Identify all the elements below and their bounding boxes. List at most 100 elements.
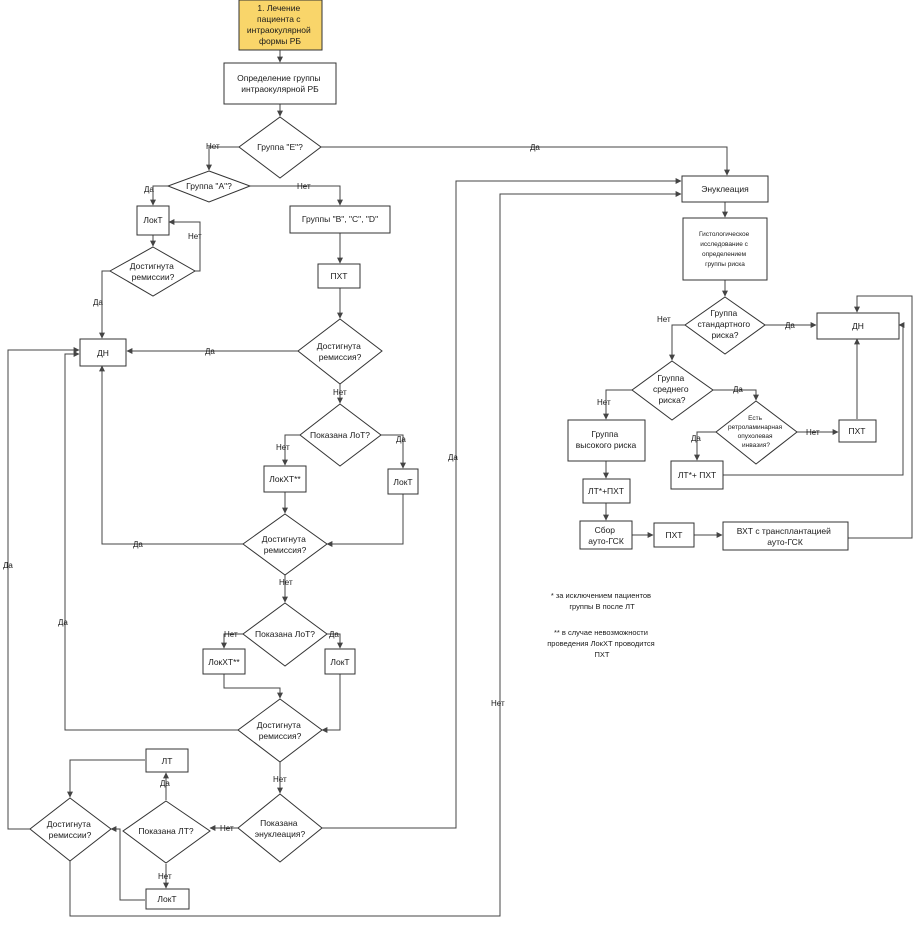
label-rem2-no: Нет [333,388,347,397]
label-rem1-yes: Да [93,298,103,307]
decision-remission-1: Достигнута ремиссии? [108,246,196,297]
node-enucleation-line-1: Энуклеация [701,184,749,194]
node-pkht-right-1: ПХТ [838,419,877,443]
svg-text:Показана ЛТ?: Показана ЛТ? [138,826,194,836]
decision-remission-2-line-2: ремиссия? [319,352,362,362]
label-qretro-no: Нет [806,428,820,437]
footnotes: * за исключением пациентов группы В посл… [547,591,654,659]
label-qenuc-no: Нет [220,824,234,833]
node-pkht-1-line-1: ПХТ [331,271,348,281]
node-lt: ЛТ [145,748,189,773]
svg-text:Показана энуклеация?: Показана энуклеация? [255,818,306,839]
node-lokht-1: ЛокХТ** [263,465,307,493]
edge-lot2-lokt2 [327,633,343,649]
decision-retrolaminar-line-4: инвазия? [742,442,770,449]
node-group-definition-line-2: интраокулярной РБ [241,84,319,94]
svg-text:Группа "А"?: Группа "А"? [186,181,232,191]
decision-remission-1-line-1: Достигнута [130,261,174,271]
decision-group-a: Группа "А"? [166,170,252,203]
decision-remission-5-line-1: Достигнута [47,819,91,829]
decision-group-e: Группа "Е"? [238,116,322,179]
node-dn-right: ДН [816,312,900,340]
svg-text:Достигнута ремиссия?: Достигнута ремиссия? [257,720,303,741]
decision-remission-4-line-1: Достигнута [257,720,301,730]
node-histology-line-2: исследование с [700,241,748,248]
node-lokht-1-line-1: ЛокХТ** [269,474,301,484]
decision-enucleation-line-2: энуклеация? [255,829,306,839]
svg-text:Группа "Е"?: Группа "Е"? [257,142,303,152]
decision-medium-risk: Группа среднего риска? [631,360,714,421]
decision-remission-4: Достигнута ремиссия? [237,698,323,763]
node-high-risk: Группа высокого риска [567,419,646,462]
edge-lokht2-rem4 [223,674,283,699]
svg-text:ЛТ*+ПХТ: ЛТ*+ПХТ [588,486,624,496]
decision-retrolaminar-line-3: опухолевая [738,433,773,440]
connectors [7,50,913,917]
node-lokt-2: ЛокТ [324,648,356,675]
node-pkht-1: ПХТ [317,263,361,289]
label-qe-no: Нет [206,142,220,151]
decision-enucleation-line-1: Показана [260,818,298,828]
decision-medium-risk-line-2: среднего [653,384,689,394]
edge-qe-qa [206,146,239,171]
edge-lot1-lokt1 [381,434,406,469]
svg-text:Достигнута ремиссия?: Достигнута ремиссия? [262,534,308,555]
edge-rem5-enucleation [69,191,682,917]
edge-rem1-lokt [168,219,201,272]
decision-enucleation: Показана энуклеация? [237,793,323,863]
node-lokt-a-line-1: ЛокТ [143,215,162,225]
node-lt-line-1: ЛТ [162,756,173,766]
footnote-1-line-1: * за исключением пациентов [551,591,651,600]
edge-qstd-qmed [669,324,685,361]
decision-standard-risk: Группа стандартного риска? [684,296,766,355]
decision-lot-2-line-1: Показана ЛоТ? [255,629,315,639]
label-rem3-no: Нет [279,578,293,587]
edge-rem4-dn [64,351,238,731]
node-lokt-3-line-1: ЛокТ [157,894,176,904]
svg-text:ВХТ с трансплантацией: ВХТ с трансплантацией ауто-ГСК [737,526,833,547]
decision-standard-risk-line-3: риска? [711,330,738,340]
node-vkht-line-1: ВХТ с трансплантацией [737,526,831,536]
decision-remission-4-line-2: ремиссия? [259,731,302,741]
node-sbor: Сбор ауто-ГСК [579,520,633,550]
label-qenuc-yes: Да [448,453,458,462]
svg-text:ДН: ДН [852,321,864,331]
node-sbor-line-1: Сбор [595,525,616,535]
edge-rem3-dn [99,365,243,545]
label-qa-yes: Да [144,185,154,194]
decision-retrolaminar-line-1: Есть [748,415,762,422]
decision-remission-2: Достигнута ремиссия? [297,318,383,385]
edge-qmed-qretro [713,389,759,401]
decision-retrolaminar: Есть ретроламинарная опухолевая инвазия? [715,400,798,465]
label-qlt-no: Нет [158,872,172,881]
svg-text:ЛокТ: ЛокТ [393,477,412,487]
edge-rem5-dn [7,347,80,830]
node-start-line-3: интраокулярной [247,25,311,35]
label-qmed-no: Нет [597,398,611,407]
decision-remission-1-line-2: ремиссии? [132,272,175,282]
svg-text:Группа среднего: Группа среднего риска? [653,373,691,405]
node-groups-bcd: Группы "B", "C", "D" [289,205,391,234]
label-rem3-yes: Да [133,540,143,549]
decision-remission-2-line-1: Достигнута [317,341,361,351]
label-qe-yes: Да [530,143,540,152]
node-pkht-right-1-line-1: ПХТ [849,426,866,436]
edge-lokt3-rem5 [110,826,145,901]
node-vkht-line-2: ауто-ГСК [767,537,803,547]
edge-qmed-high [603,389,632,420]
decision-lot-1: Показана ЛоТ? [299,403,382,467]
label-qa-no: Нет [297,182,311,191]
node-dn-left: ДН [79,338,127,367]
node-start-line-1: 1. Лечение [257,3,300,13]
node-group-definition: Определение группы интраокулярной РБ [223,62,337,105]
edge-lot1-lokht1 [282,434,300,466]
node-lokht-2: ЛокХТ** [202,648,246,675]
label-qlt-yes: Да [160,779,170,788]
node-dn-left-line-1: ДН [97,348,109,358]
node-high-risk-line-2: высокого риска [576,440,637,450]
node-histology: Гистологическое исследование с определен… [682,217,768,281]
node-dn-right-line-1: ДН [852,321,864,331]
node-lokt-1-line-1: ЛокТ [393,477,412,487]
node-lokht-2-line-1: ЛокХТ** [208,657,240,667]
